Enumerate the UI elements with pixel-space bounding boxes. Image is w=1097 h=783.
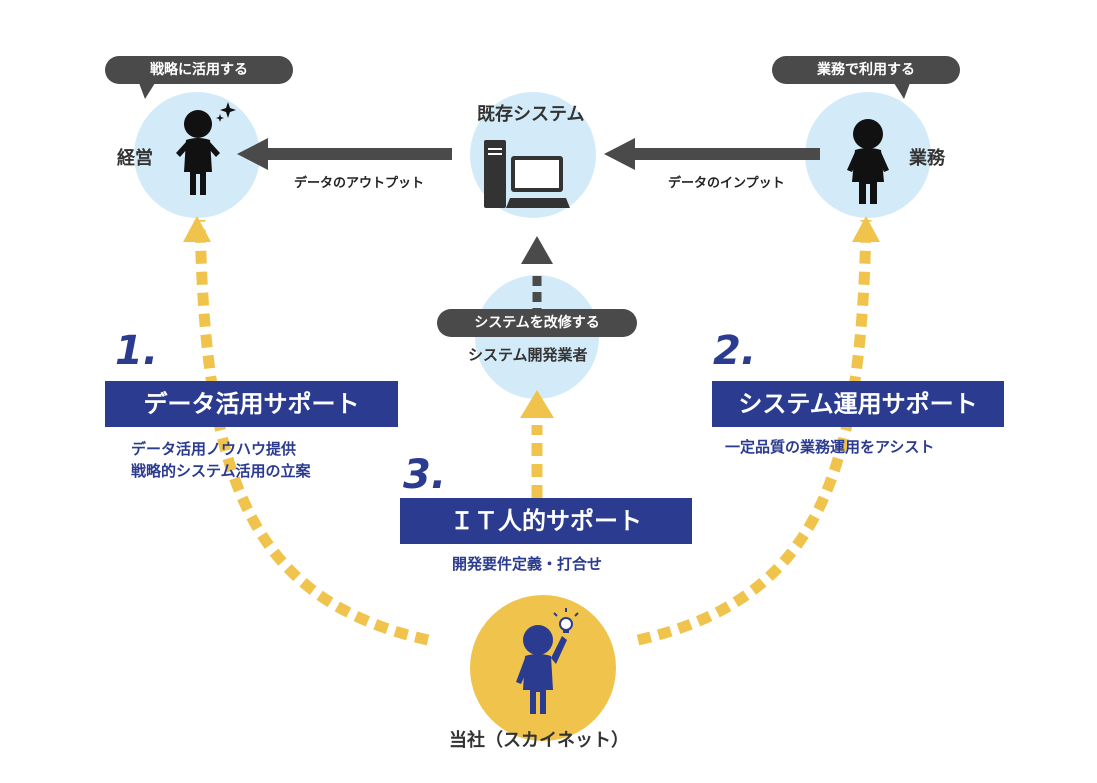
support-1-desc-line1: データ活用ノウハウ提供 <box>131 440 297 458</box>
arrowhead-right-yellow <box>852 216 880 242</box>
arrow-input-head <box>604 138 635 170</box>
support-2-number: 2. <box>713 328 757 374</box>
arrow-output-head <box>237 138 268 170</box>
arrow-input-shaft <box>630 148 820 160</box>
label-output: データのアウトプット <box>294 176 425 191</box>
company-person-icon <box>516 625 567 714</box>
support-2-desc-line1: 一定品質の業務運用をアシスト <box>725 438 935 456</box>
label-operations: 業務 <box>909 148 945 169</box>
support-1-title: データ活用サポート <box>105 381 398 427</box>
label-input: データのインプット <box>668 176 785 191</box>
management-person-icon <box>176 110 220 195</box>
arrow-output-shaft <box>266 148 452 160</box>
support-3-number: 3. <box>403 452 447 498</box>
curve-right <box>636 219 872 646</box>
bubble-vendor-text: システムを改修する <box>474 315 600 331</box>
bubble-vendor: システムを改修する <box>437 309 637 337</box>
bubble-operations-text: 業務で利用する <box>817 62 915 78</box>
label-vendor: システム開発業者 <box>468 346 588 364</box>
sparkle-icon <box>216 102 236 122</box>
support-3-title: ＩＴ人的サポート <box>400 498 692 544</box>
arrowhead-left-yellow <box>183 216 211 242</box>
support-1-desc-line2: 戦略的システム活用の立案 <box>131 462 311 480</box>
arrowhead-system-gray <box>521 236 553 264</box>
support-3-desc: 開発要件定義・打合せ <box>452 553 602 575</box>
support-2-desc: 一定品質の業務運用をアシスト <box>725 436 934 458</box>
support-1-number: 1. <box>115 328 159 374</box>
support-2-title: システム運用サポート <box>712 381 1004 427</box>
curve-left <box>194 219 430 646</box>
arrowhead-vendor-yellow <box>520 390 554 418</box>
bubble-management: 戦略に活用する <box>105 56 293 99</box>
bubble-operations: 業務で利用する <box>772 56 960 99</box>
support-1-desc: データ活用ノウハウ提供 戦略的システム活用の立案 <box>131 438 311 482</box>
support-3-desc-line1: 開発要件定義・打合せ <box>452 555 603 573</box>
lightbulb-icon <box>553 608 579 633</box>
vendor-circle <box>475 275 599 399</box>
operations-person-icon <box>847 119 889 204</box>
label-management: 経営 <box>117 148 153 169</box>
computer-icon <box>484 140 570 208</box>
label-system: 既存システム <box>477 104 585 125</box>
bubble-management-text: 戦略に活用する <box>150 62 248 78</box>
label-company: 当社（スカイネット） <box>449 730 629 751</box>
